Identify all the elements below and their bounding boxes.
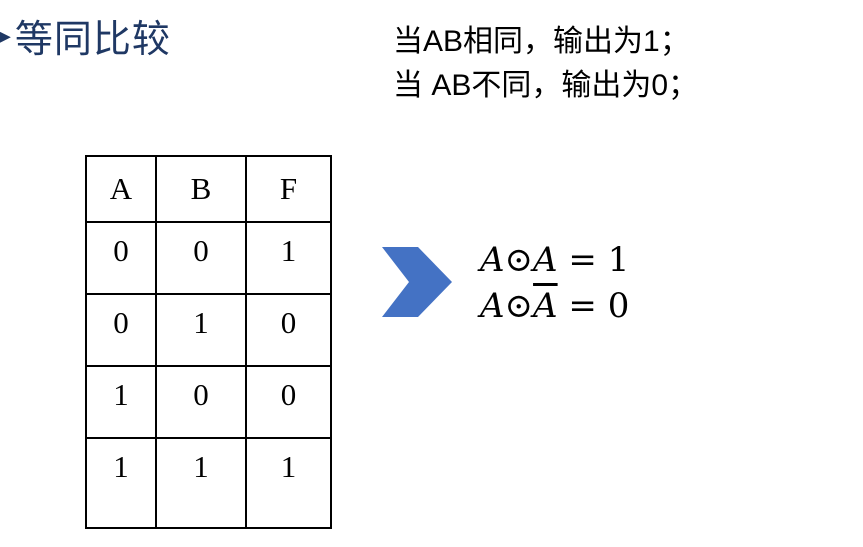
page-title: 等同比较 — [14, 19, 171, 61]
table-row: 0 0 1 — [85, 221, 332, 295]
table-cell: 0 — [85, 293, 157, 367]
formula-line-1: A⊙A = 1 — [480, 238, 629, 284]
formula-1-rest: = 1 — [557, 240, 630, 280]
description: 当AB相同，输出为1； 当 AB不同，输出为0； — [393, 20, 698, 107]
table-cell: 1 — [245, 221, 332, 295]
formula-2-rest: = 0 — [557, 285, 630, 326]
table-row: 1 0 0 — [85, 365, 332, 439]
table-cell: 0 — [155, 365, 247, 439]
formulas: A⊙A = 1 A⊙A = 0 — [480, 238, 629, 330]
col-header-a: A — [85, 155, 157, 223]
description-line-2: 当 AB不同，输出为0； — [393, 68, 699, 102]
table-cell: 0 — [245, 293, 332, 367]
formula-line-2: A⊙A = 0 — [480, 284, 629, 330]
formula-2-prefix: A⊙ — [480, 285, 534, 326]
table-cell: 1 — [155, 437, 247, 529]
bullet-arrow-icon: ▶ — [0, 22, 11, 48]
right-arrow-icon — [382, 247, 452, 317]
col-header-b: B — [155, 155, 247, 223]
table-cell: 0 — [85, 221, 157, 295]
table-header-row: A B F — [85, 155, 332, 223]
formula-2-a-bar: A — [533, 285, 558, 326]
table-cell: 1 — [85, 365, 157, 439]
table-row: 1 1 1 — [85, 437, 332, 529]
table-row: 0 1 0 — [85, 293, 332, 367]
description-line-1: 当AB相同，输出为1； — [393, 25, 690, 58]
truth-table: A B F 0 0 1 0 1 0 1 0 0 1 1 1 — [85, 155, 332, 529]
title-row: ▶ 等同比较 — [0, 8, 171, 63]
formula-1-letters: A⊙A — [480, 240, 558, 280]
table-cell: 1 — [155, 293, 247, 367]
col-header-f: F — [245, 155, 332, 223]
table-cell: 0 — [155, 221, 247, 295]
table-cell: 1 — [245, 437, 332, 529]
table-cell: 0 — [245, 365, 332, 439]
table-cell: 1 — [85, 437, 157, 529]
